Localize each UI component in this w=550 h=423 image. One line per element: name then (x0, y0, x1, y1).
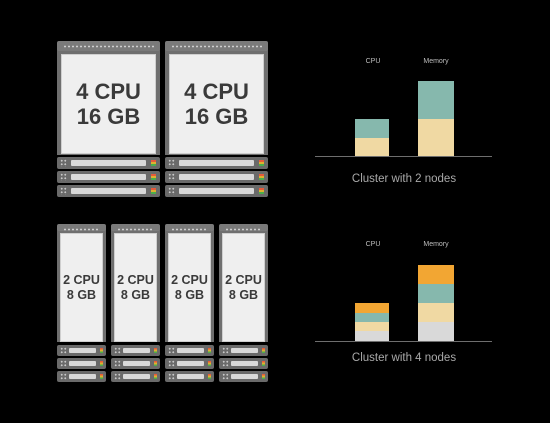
cpu-bar-segment-teal (355, 313, 389, 322)
drive-unit (57, 371, 106, 382)
cpu-bar-segment-teal (355, 119, 389, 138)
node-cpu-label: 2 CPU (117, 272, 154, 287)
memory-bar-segment-grey (418, 322, 454, 341)
node-memory-label: 8 GB (174, 287, 205, 302)
cpu-column-label: CPU (365, 58, 381, 65)
cpu-bar-segment-beige (355, 322, 389, 331)
memory-bar-segment-teal (418, 284, 454, 303)
cpu-bar-segment-grey (355, 331, 389, 341)
memory-column-label: Memory (423, 58, 449, 65)
drive-unit (57, 157, 160, 169)
node-memory-label: 16 GB (76, 104, 141, 129)
node-capacity-panel: 4 CPU 16 GB (61, 54, 156, 154)
memory-bar-segment-beige (418, 303, 454, 322)
cpu-bar-segment-beige (355, 138, 389, 156)
node-cpu-label: 2 CPU (63, 272, 100, 287)
memory-column-label: Memory (423, 241, 449, 248)
drive-unit (111, 345, 160, 356)
drive-unit (165, 371, 214, 382)
node-cpu-label: 4 CPU (184, 79, 249, 104)
drive-unit (57, 171, 160, 183)
server-node-small-4: 2 CPU 8 GB (219, 224, 268, 382)
drive-unit (57, 345, 106, 356)
drive-unit (57, 358, 106, 369)
node-memory-label: 8 GB (228, 287, 259, 302)
node-capacity-panel: 2 CPU 8 GB (168, 233, 211, 342)
cluster-4-caption: Cluster with 4 nodes (351, 352, 457, 364)
server-node-small-2: 2 CPU 8 GB (111, 224, 160, 382)
node-capacity-panel: 2 CPU 8 GB (60, 233, 103, 342)
node-cpu-label: 4 CPU (76, 79, 141, 104)
server-node-large-2: 4 CPU 16 GB (165, 41, 268, 198)
memory-bar-segment-teal (418, 81, 454, 119)
memory-bar-segment-beige (418, 119, 454, 156)
server-top-vent (219, 224, 268, 232)
drive-unit (165, 171, 268, 183)
drive-unit (219, 345, 268, 356)
node-cpu-label: 2 CPU (171, 272, 208, 287)
node-memory-label: 8 GB (120, 287, 151, 302)
cpu-bar-segment-orange (355, 303, 389, 313)
server-top-vent (57, 41, 160, 52)
server-top-vent (165, 41, 268, 52)
node-cpu-label: 2 CPU (225, 272, 262, 287)
server-node-small-1: 2 CPU 8 GB (57, 224, 106, 382)
server-top-vent (165, 224, 214, 232)
drive-unit (111, 371, 160, 382)
drive-unit (165, 185, 268, 197)
node-capacity-panel: 2 CPU 8 GB (222, 233, 265, 342)
node-capacity-panel: 4 CPU 16 GB (169, 54, 264, 154)
drive-unit (111, 358, 160, 369)
drive-unit (165, 157, 268, 169)
node-capacity-panel: 2 CPU 8 GB (114, 233, 157, 342)
server-node-large-1: 4 CPU 16 GB (57, 41, 160, 198)
cpu-column-label: CPU (365, 241, 381, 248)
cluster-2-caption: Cluster with 2 nodes (351, 173, 457, 185)
server-node-small-3: 2 CPU 8 GB (165, 224, 214, 382)
drive-unit (219, 371, 268, 382)
drive-unit (165, 358, 214, 369)
server-top-vent (57, 224, 106, 232)
drive-unit (165, 345, 214, 356)
drive-unit (57, 185, 160, 197)
memory-bar-segment-orange (418, 265, 454, 284)
node-memory-label: 16 GB (184, 104, 249, 129)
drive-unit (219, 358, 268, 369)
node-memory-label: 8 GB (66, 287, 97, 302)
server-top-vent (111, 224, 160, 232)
